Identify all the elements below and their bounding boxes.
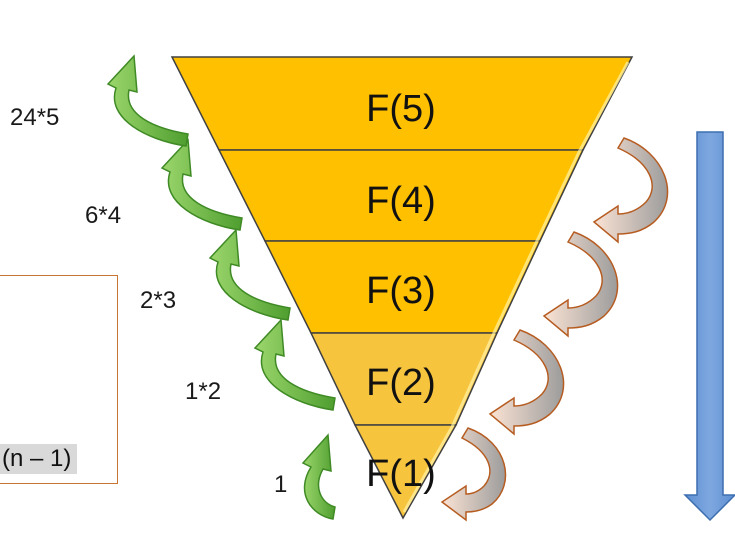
level-label-3: F(3) (366, 270, 436, 312)
multiplier-label-3: 2*3 (140, 287, 177, 314)
curved-down-arrow-icon (488, 329, 565, 436)
funnel-edge-highlight (402, 61, 630, 513)
curved-up-arrow-icon (106, 54, 189, 147)
level-label-5: F(5) (366, 88, 436, 130)
curved-up-arrow-icon (253, 318, 336, 411)
level-label-4: F(4) (366, 180, 436, 222)
curved-down-arrow-icon (440, 427, 507, 522)
level-label-1: F(1) (366, 453, 436, 495)
funnel-band-1 (353, 424, 458, 520)
multiplier-label-5: 24*5 (10, 104, 60, 131)
funnel (170, 56, 634, 520)
multiplier-label-4: 6*4 (85, 202, 122, 229)
ascend-arrows (106, 54, 336, 520)
funnel-labels: F(5) F(4) F(3) F(2) F(1) (366, 88, 436, 495)
multiplier-label-1: 1 (274, 471, 288, 498)
down-arrow-icon (683, 131, 735, 522)
multiplier-label-2: 1*2 (185, 378, 222, 405)
curved-up-arrow-icon (301, 433, 336, 520)
curved-down-arrow-icon (542, 231, 619, 338)
descend-arrows (440, 137, 669, 522)
curved-down-arrow-icon (592, 137, 669, 244)
side-box-text: (n – 1) (0, 444, 78, 474)
curved-up-arrow-icon (160, 138, 243, 231)
level-label-2: F(2) (366, 362, 436, 404)
